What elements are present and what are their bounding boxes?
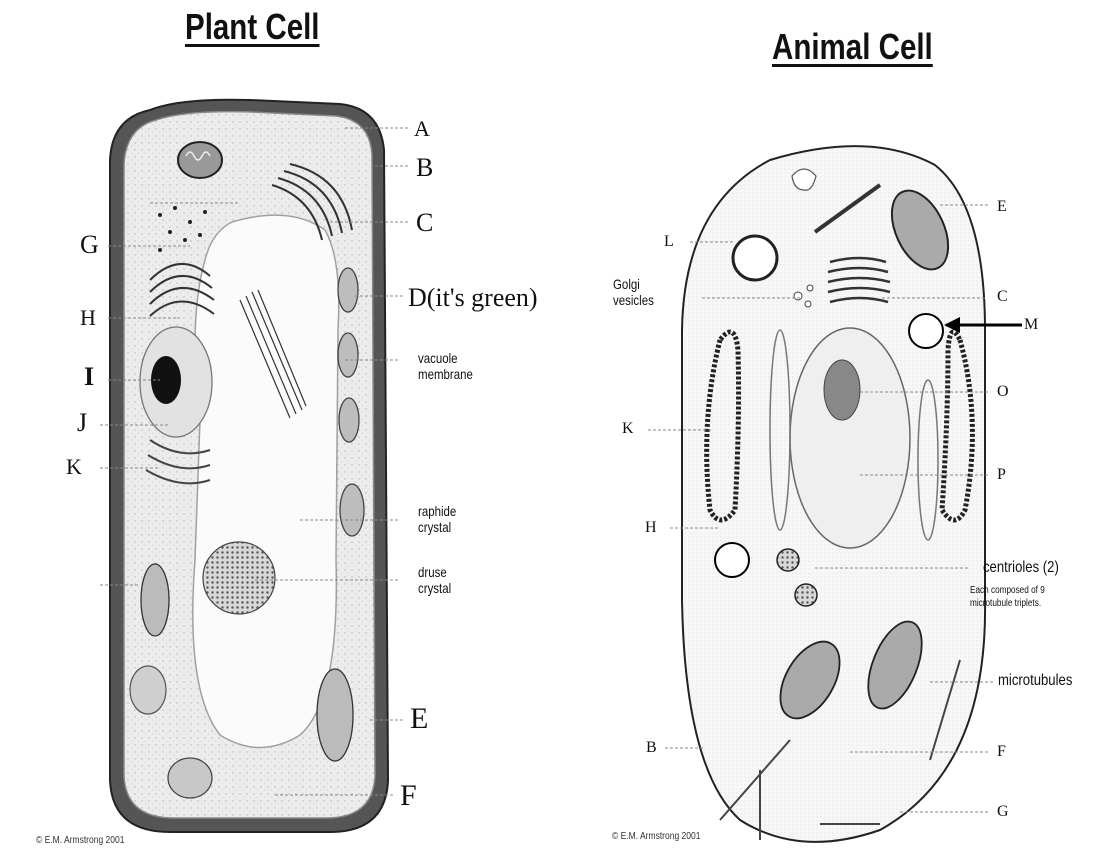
animal-label-e: E	[997, 199, 1007, 215]
plant-label-i: I	[84, 364, 94, 390]
animal-nucleolus	[824, 360, 860, 420]
plant-label-d: D(it's green)	[408, 285, 538, 311]
animal-label-o: O	[997, 384, 1009, 400]
plant-label-g: G	[80, 232, 99, 258]
animal-label-m: M	[1024, 317, 1038, 333]
animal-label-golgi-vesicles: Golgi vesicles	[613, 276, 654, 308]
animal-label-g: G	[997, 804, 1009, 820]
animal-label-centriole-note: Each composed of 9 microtubule triplets.	[970, 584, 1045, 610]
plant-label-k: K	[66, 456, 82, 478]
animal-vacuole-m	[909, 314, 943, 348]
animal-label-c: C	[997, 289, 1008, 305]
animal-label-k: K	[622, 421, 634, 437]
plant-central-vacuole	[193, 215, 339, 747]
plant-label-druse-crystal: druse crystal	[418, 564, 451, 596]
animal-label-l: L	[664, 234, 674, 250]
animal-label-centrioles: centrioles (2)	[983, 559, 1059, 577]
animal-cell	[648, 146, 1022, 842]
plant-label-j: J	[77, 410, 87, 436]
plant-label-e: E	[410, 704, 428, 734]
animal-label-f: F	[997, 744, 1006, 760]
plant-label-a: A	[414, 118, 430, 140]
plant-label-h: H	[80, 307, 96, 329]
animal-lysosome	[733, 236, 777, 280]
plant-chloroplast-e	[317, 669, 353, 761]
animal-copyright: © E.M. Armstrong 2001	[612, 832, 700, 842]
plant-druse-crystal	[203, 542, 275, 614]
plant-cell	[100, 100, 410, 832]
plant-label-b: B	[416, 155, 433, 181]
animal-label-microtubules: microtubules	[998, 672, 1072, 690]
plant-cell-title: Plant Cell	[185, 6, 320, 48]
plant-amyloplast	[130, 666, 166, 714]
plant-label-vacuole-membrane: vacuole membrane	[418, 350, 473, 382]
animal-label-b: B	[646, 740, 657, 756]
plant-peroxisome	[168, 758, 212, 798]
plant-label-f: F	[400, 781, 417, 811]
animal-nucleus	[790, 328, 910, 548]
animal-label-h: H	[645, 520, 657, 536]
plant-label-c: C	[416, 210, 433, 236]
plant-mitochondrion-top	[178, 142, 222, 178]
animal-vesicle-h	[715, 543, 749, 577]
plant-copyright: © E.M. Armstrong 2001	[36, 836, 124, 846]
plant-mitochondrion-left	[141, 564, 169, 636]
plant-label-raphide-crystal: raphide crystal	[418, 503, 456, 535]
animal-cell-title: Animal Cell	[772, 26, 933, 68]
animal-label-p: P	[997, 467, 1006, 483]
